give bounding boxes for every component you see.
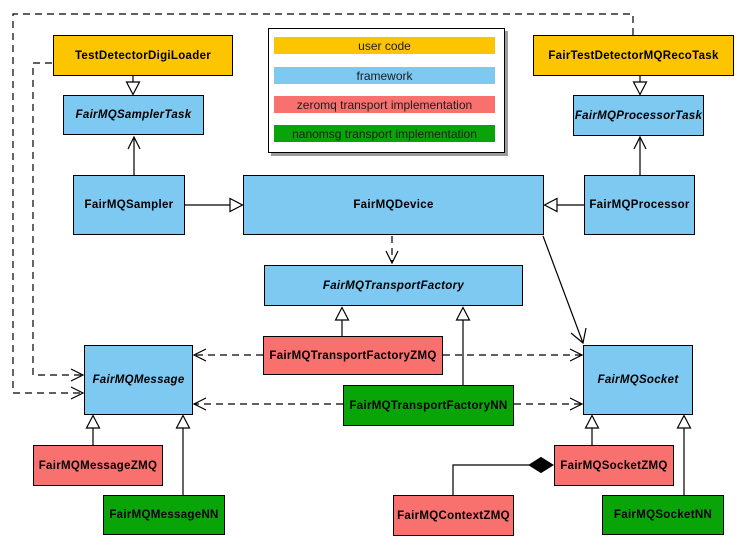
legend-label: user code xyxy=(358,38,411,53)
open-vee-arrowhead xyxy=(192,348,207,362)
legend-item-framework: framework xyxy=(274,67,495,84)
composition-diamond xyxy=(528,456,554,474)
hollow-triangle-arrowhead xyxy=(85,414,101,429)
class-box-fairmqprocessortask: FairMQProcessorTask xyxy=(573,95,704,136)
edge-device-to-socket xyxy=(542,235,584,344)
edge-contextzmq-to-socketzmq xyxy=(452,464,529,495)
class-box-fairmqmessagenn: FairMQMessageNN xyxy=(103,495,225,535)
open-vee-arrowhead xyxy=(70,368,85,382)
hollow-triangle-arrowhead xyxy=(632,81,648,96)
class-box-fairmqtransportfactorynn: FairMQTransportFactoryNN xyxy=(343,385,514,426)
legend-item-zeromq: zeromq transport implementation xyxy=(274,96,495,113)
open-vee-arrowhead xyxy=(385,250,399,265)
edge-recotask-to-message xyxy=(12,13,634,394)
legend-label: zeromq transport implementation xyxy=(296,97,473,112)
legend-label: nanomsg transport implementation xyxy=(292,126,477,141)
class-box-fairmqmessagezmq: FairMQMessageZMQ xyxy=(33,445,163,486)
class-box-fairmqtransportfactory: FairMQTransportFactory xyxy=(264,265,523,306)
class-box-fairmqmessage: FairMQMessage xyxy=(84,345,193,415)
class-box-fairtestdetectormqrecotask: FairTestDetectorMQRecoTask xyxy=(533,35,734,76)
hollow-triangle-arrowhead xyxy=(543,197,558,213)
hollow-triangle-arrowhead xyxy=(229,197,244,213)
hollow-triangle-arrowhead xyxy=(676,414,692,429)
hollow-triangle-arrowhead xyxy=(334,306,350,321)
hollow-triangle-arrowhead xyxy=(125,81,141,96)
class-box-fairmqsocketzmq: FairMQSocketZMQ xyxy=(554,445,674,486)
open-vee-arrowhead xyxy=(192,397,207,411)
class-box-fairmqtransportfactoryzmq: FairMQTransportFactoryZMQ xyxy=(263,336,443,375)
class-box-fairmqsampler: FairMQSampler xyxy=(73,175,185,235)
open-vee-arrowhead xyxy=(569,348,584,362)
open-vee-arrowhead xyxy=(633,135,647,150)
class-box-fairmqsocketnn: FairMQSocketNN xyxy=(602,495,724,535)
legend-box: user code framework zeromq transport imp… xyxy=(268,28,505,153)
hollow-triangle-arrowhead xyxy=(455,306,471,321)
class-box-fairmqdevice: FairMQDevice xyxy=(243,175,544,235)
hollow-triangle-arrowhead xyxy=(175,414,191,429)
legend-item-nanomsg: nanomsg transport implementation xyxy=(274,125,495,142)
class-box-fairmqsamplertask: FairMQSamplerTask xyxy=(63,95,204,135)
class-box-fairmqcontextzmq: FairMQContextZMQ xyxy=(393,495,514,536)
hollow-triangle-arrowhead xyxy=(584,414,600,429)
open-vee-arrowhead xyxy=(127,135,141,150)
open-vee-arrowhead xyxy=(70,386,85,400)
class-box-fairmqsocket: FairMQSocket xyxy=(583,345,693,415)
open-vee-arrowhead xyxy=(569,397,584,411)
class-box-fairmqprocessor: FairMQProcessor xyxy=(584,175,695,235)
class-box-testdetectordigiloader: TestDetectorDigiLoader xyxy=(53,35,233,76)
edge-digiloader-to-message xyxy=(32,62,83,376)
legend-label: framework xyxy=(356,68,413,83)
open-vee-arrowhead xyxy=(570,327,587,345)
legend-item-user-code: user code xyxy=(274,37,495,54)
